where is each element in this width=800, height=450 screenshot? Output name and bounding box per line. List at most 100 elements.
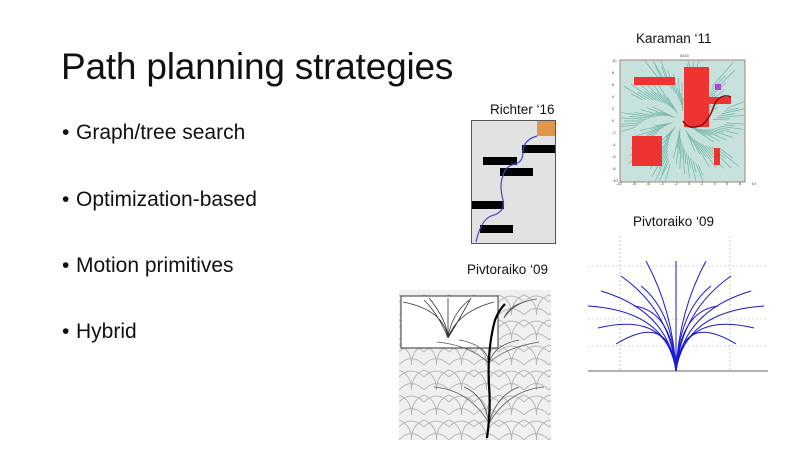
tree-edge <box>664 134 672 144</box>
tree-edge <box>676 131 681 149</box>
tree-edge <box>650 91 663 103</box>
tree-edge <box>660 111 673 117</box>
tree-edge <box>698 164 703 176</box>
tree-edge <box>644 90 657 101</box>
tree-edge <box>685 152 691 179</box>
tree-edge <box>634 112 657 117</box>
bullet-hybrid: •Hybrid <box>62 320 137 343</box>
tree-edge <box>673 128 681 159</box>
tree-edge <box>723 124 735 127</box>
tree-edge <box>630 93 643 100</box>
tree-edge <box>704 129 718 135</box>
tree-edge <box>714 128 739 135</box>
tree-edge <box>682 146 685 174</box>
tree-edge <box>661 157 669 176</box>
tree-edge <box>710 128 724 133</box>
tree-edge <box>655 112 666 117</box>
tree-edge <box>656 92 669 106</box>
tree-edge <box>620 122 642 125</box>
tree-edge <box>640 109 663 117</box>
tree-edge <box>664 164 671 182</box>
pivtoraiko-fan-caption: Pivtoraiko ‘09 <box>633 214 715 229</box>
motion-primitive-curve <box>675 290 752 372</box>
tree-edge <box>690 157 697 182</box>
tree-edge <box>721 108 745 115</box>
bullet-label: Hybrid <box>76 320 137 343</box>
tree-edge <box>696 141 717 169</box>
bullet-optimization: •Optimization-based <box>62 188 257 211</box>
tree-edge <box>620 117 648 120</box>
tree-edge <box>687 132 693 142</box>
tree-edge <box>726 101 745 110</box>
tree-edge <box>707 129 733 138</box>
motion-primitive-curve <box>675 323 755 372</box>
tree-edge <box>677 78 681 103</box>
tree-edge <box>638 82 660 102</box>
tree-edge <box>673 83 677 94</box>
tree-edge <box>695 127 721 142</box>
tree-edge <box>620 112 654 118</box>
tree-edge <box>678 137 681 154</box>
tree-edge <box>636 126 665 137</box>
tree-edge <box>720 125 745 130</box>
tree-edge <box>717 127 730 130</box>
tree-edge <box>665 129 674 138</box>
tree-edge <box>691 137 710 167</box>
motion-primitive-curve <box>600 290 677 372</box>
tree-edge <box>637 91 650 100</box>
bullet-label: Motion primitives <box>76 254 234 277</box>
tree-edge <box>620 124 639 127</box>
motion-primitive-curve <box>615 331 677 372</box>
tree-edge <box>679 140 682 169</box>
tree-edge <box>715 115 745 119</box>
bullet-label: Optimization-based <box>76 188 257 211</box>
tree-edge <box>723 107 739 112</box>
tree-edge <box>646 128 662 135</box>
tree-edge <box>709 70 736 95</box>
tree-edge <box>712 118 730 120</box>
tree-edge <box>689 134 701 155</box>
motion-primitive-curve <box>633 305 677 372</box>
pivtoraiko-lattice-caption: Pivtoraiko ‘09 <box>467 262 549 277</box>
tree-edge <box>620 126 636 132</box>
tree-edge <box>662 94 674 110</box>
tree-edge <box>629 115 651 119</box>
richter-caption: Richter ‘16 <box>490 102 555 117</box>
pivtoraiko-lattice-figure <box>399 290 551 440</box>
motion-primitive-curve <box>588 305 677 372</box>
tree-edge <box>708 82 726 98</box>
tree-edge <box>667 96 678 114</box>
tree-edge <box>645 82 666 104</box>
tree-edge <box>677 88 680 100</box>
tree-edge <box>649 113 660 117</box>
tree-edge <box>699 142 713 159</box>
tree-edge <box>685 130 696 152</box>
tree-edge <box>701 128 727 141</box>
tree-edge <box>682 98 684 112</box>
tree-edge <box>710 75 726 91</box>
tree-edge <box>675 134 681 164</box>
tree-edge <box>684 149 687 164</box>
motion-primitive-curve <box>597 323 677 372</box>
bullet-label: Graph/tree search <box>76 121 246 144</box>
motion-primitive-curve <box>675 331 737 372</box>
tree-edge <box>698 128 712 136</box>
tree-edge <box>630 83 654 101</box>
tree-edge <box>651 83 672 108</box>
tree-edge <box>719 147 734 159</box>
tree-edge <box>646 107 670 117</box>
bullet-graph-search: •Graph/tree search <box>62 121 246 144</box>
pivtoraiko-fan-figure <box>588 236 768 376</box>
richter-figure <box>471 120 556 244</box>
tree-edge <box>726 122 745 125</box>
tree-edge <box>693 139 706 158</box>
tree-edge <box>640 123 670 131</box>
tree-edge <box>623 85 647 100</box>
tree-edge <box>687 155 691 169</box>
tree-edge <box>695 162 704 182</box>
motion-primitive-curve <box>675 305 719 372</box>
tree-edge <box>692 126 707 136</box>
tree-edge <box>711 62 734 88</box>
slide-title: Path planning strategies <box>61 46 454 87</box>
